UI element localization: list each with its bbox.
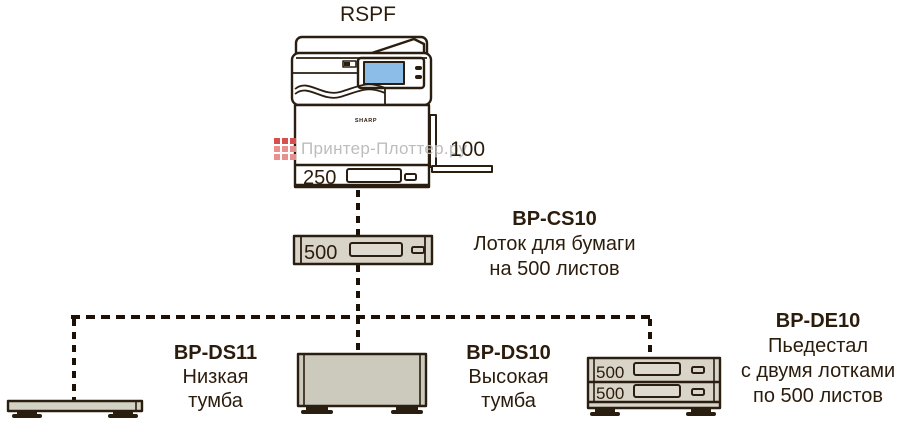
main-tray-capacity: 250 xyxy=(303,167,336,189)
ds11-platform xyxy=(6,399,144,413)
ds11-illustration xyxy=(6,399,144,418)
panel-button-bottom xyxy=(415,75,422,79)
output-wave-bottom xyxy=(294,88,386,99)
sharp-brand-text: SHARP xyxy=(355,118,377,124)
ds11-foot-right xyxy=(113,411,133,415)
de10-foot-right xyxy=(691,408,711,413)
ds11-model: BP-DS11 xyxy=(173,342,258,364)
tray-handle xyxy=(404,173,417,181)
ds10-foot-right-base xyxy=(391,410,423,414)
de10-illustration: 500 500 xyxy=(586,356,722,416)
ds10-cabinet-body xyxy=(296,352,428,408)
de10-desc-line2: с двумя лотками xyxy=(740,360,896,382)
de10-slot-bottom xyxy=(633,384,681,398)
ds10-model: BP-DS10 xyxy=(466,342,551,364)
watermark-grid-icon xyxy=(274,138,296,160)
de10-foot-right-base xyxy=(686,412,716,416)
ds11-foot-right-base xyxy=(108,414,138,418)
panel-button-top xyxy=(415,66,422,70)
cs10-handle xyxy=(411,246,425,254)
ds10-illustration xyxy=(296,352,428,414)
tray-slot xyxy=(346,168,402,183)
de10-foot-left-base xyxy=(590,412,620,416)
de10-handle-bottom xyxy=(691,388,705,396)
ds11-desc-line2: тумба xyxy=(188,390,243,412)
output-wave-top xyxy=(294,83,386,105)
cs10-label-block: BP-CS10 Лоток для бумаги на 500 листов xyxy=(452,207,657,282)
ds10-foot-right xyxy=(396,406,418,411)
ds11-label-block: BP-DS11 Низкая тумба xyxy=(138,341,293,413)
cs10-model: BP-CS10 xyxy=(512,208,597,230)
watermark-text: Принтер-Плоттер.ру xyxy=(301,139,468,158)
de10-label-block: BP-DE10 Пьедестал с двумя лотками по 500… xyxy=(722,309,914,409)
connector-cs10-ds10 xyxy=(356,265,360,352)
cs10-tray-illustration: 500 xyxy=(292,234,434,266)
cs10-slot xyxy=(349,242,403,257)
cs10-desc-line1: Лоток для бумаги xyxy=(473,233,636,255)
printer-illustration: SHARP 250 xyxy=(290,35,493,189)
de10-desc-line3: по 500 листов xyxy=(753,385,883,407)
de10-desc-line1: Пьедестал xyxy=(768,335,868,357)
connector-horizontal xyxy=(71,315,653,319)
bypass-tray-arm xyxy=(431,165,493,173)
latch-mark xyxy=(344,62,350,66)
de10-model: BP-DE10 xyxy=(775,310,861,332)
ds11-foot-left-base xyxy=(12,414,42,418)
bypass-capacity-label: 100 xyxy=(450,138,486,161)
ds10-desc-line2: тумба xyxy=(481,390,536,412)
ds10-label-block: BP-DS10 Высокая тумба xyxy=(431,341,586,413)
de10-slot-top xyxy=(633,362,681,376)
de10-handle-top xyxy=(691,366,705,374)
connector-ds11 xyxy=(72,319,76,400)
ds11-desc-line1: Низкая xyxy=(182,366,249,388)
de10-foot-left xyxy=(595,408,615,413)
watermark: Принтер-Плоттер.ру xyxy=(274,138,467,160)
cs10-desc-line2: на 500 листов xyxy=(489,258,620,280)
cs10-capacity: 500 xyxy=(304,242,337,264)
connector-printer-cs10 xyxy=(356,190,360,236)
de10-capacity-bottom: 500 xyxy=(596,384,624,403)
ds11-foot-left xyxy=(17,411,37,415)
ds10-foot-left xyxy=(306,406,328,411)
ds10-foot-left-base xyxy=(301,410,333,414)
ds10-desc-line1: Высокая xyxy=(468,366,549,388)
de10-capacity-top: 500 xyxy=(596,363,624,382)
rspf-label: RSPF xyxy=(339,3,396,26)
connector-de10 xyxy=(648,319,652,357)
touchscreen xyxy=(363,61,405,85)
